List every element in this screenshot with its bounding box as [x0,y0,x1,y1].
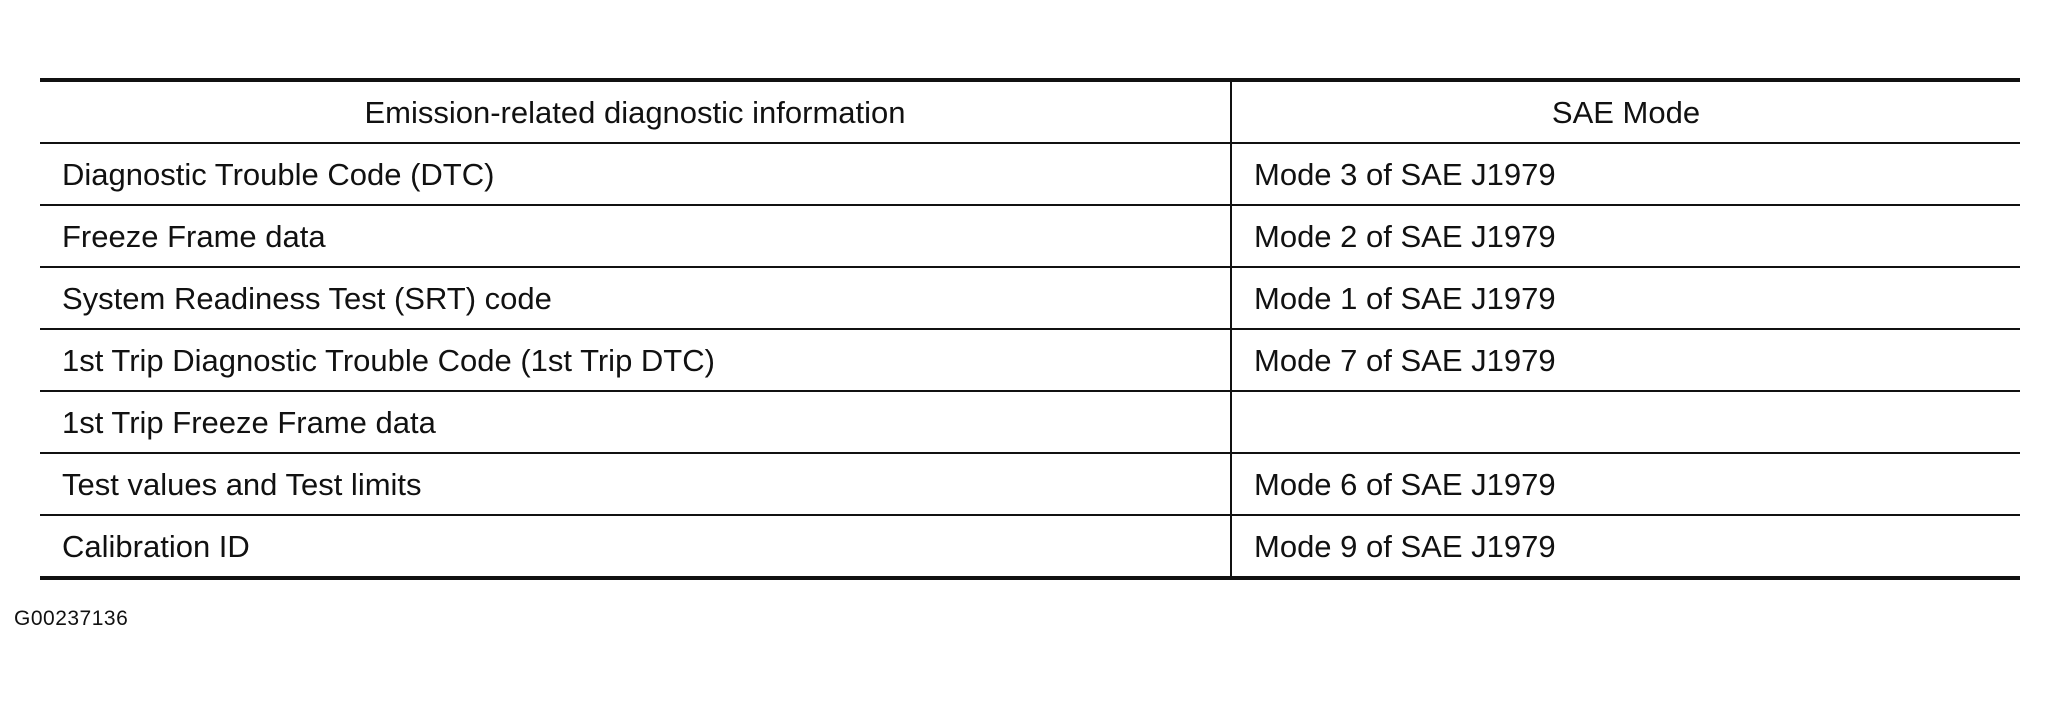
sae-mode-cell [1231,391,2020,454]
info-cell: 1st Trip Diagnostic Trouble Code (1st Tr… [40,329,1232,392]
table-row: 1st Trip Diagnostic Trouble Code (1st Tr… [40,329,2020,392]
info-cell: System Readiness Test (SRT) code [40,267,1232,330]
table-header-row: Emission-related diagnostic information … [40,80,2020,144]
info-cell: Freeze Frame data [40,205,1232,268]
diagnostic-info-table: Emission-related diagnostic information … [40,78,2020,580]
info-cell: Diagnostic Trouble Code (DTC) [40,143,1232,206]
sae-mode-cell: Mode 7 of SAE J1979 [1231,329,2020,392]
figure-id: G00237136 [14,607,129,630]
sae-mode-cell: Mode 9 of SAE J1979 [1254,528,1556,564]
table-row: Freeze Frame data Mode 2 of SAE J1979 [40,205,2020,268]
info-cell: Test values and Test limits [40,453,1232,516]
table-row: System Readiness Test (SRT) code Mode 1 … [40,267,2020,330]
table-row: Diagnostic Trouble Code (DTC) Mode 3 of … [40,143,2020,206]
table-row: Calibration ID Mode 9 of SAE J1979 [40,515,2020,578]
column-header-information: Emission-related diagnostic information [40,80,1232,144]
info-cell: Calibration ID [40,515,1232,578]
sae-mode-cell: Mode 2 of SAE J1979 [1231,205,2020,268]
table-row: Test values and Test limits Mode 6 of SA… [40,453,2020,516]
sae-mode-cell: Mode 6 of SAE J1979 [1231,453,2020,516]
column-header-sae-mode: SAE Mode [1231,80,2020,144]
table-row: 1st Trip Freeze Frame data [40,391,2020,454]
sae-mode-cell: Mode 3 of SAE J1979 [1231,143,2020,206]
sae-mode-cell: Mode 1 of SAE J1979 [1231,267,2020,330]
info-cell: 1st Trip Freeze Frame data [40,391,1232,454]
